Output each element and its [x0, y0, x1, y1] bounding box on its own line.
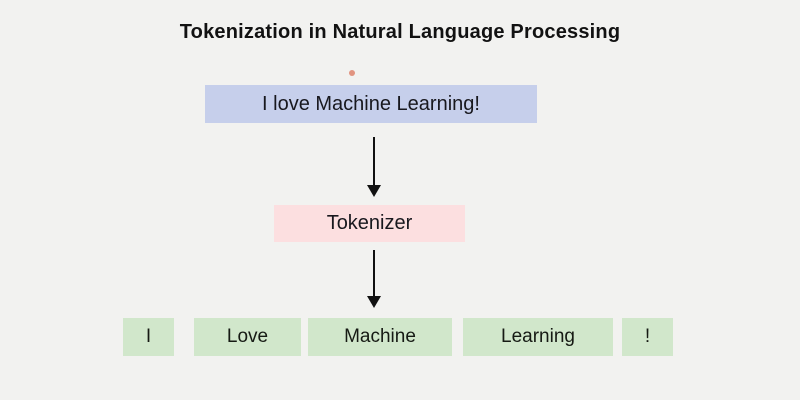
marker-dot: [349, 70, 355, 76]
tokenizer-label: Tokenizer: [326, 212, 413, 234]
diagram-title: Tokenization in Natural Language Process…: [179, 21, 621, 43]
token-label: Learning: [501, 326, 575, 347]
token-label: !: [644, 326, 651, 347]
token-label: I: [145, 326, 152, 347]
token-box-machine: Machine: [308, 318, 452, 356]
token-box-love: Love: [194, 318, 301, 356]
token-label: Machine: [344, 326, 416, 347]
arrow-down-icon: [367, 296, 381, 308]
arrow-tokenizer-to-tokens-line: [373, 250, 375, 297]
tokenizer-box: Tokenizer: [274, 205, 465, 242]
input-sentence-box: I love Machine Learning!: [205, 85, 537, 123]
arrow-down-icon: [367, 185, 381, 197]
input-sentence-label: I love Machine Learning!: [262, 92, 480, 115]
token-label: Love: [226, 326, 269, 347]
token-box-learning: Learning: [463, 318, 613, 356]
token-box-i: I: [123, 318, 174, 356]
arrow-input-to-tokenizer-line: [373, 137, 375, 186]
token-box-exclamation: !: [622, 318, 673, 356]
